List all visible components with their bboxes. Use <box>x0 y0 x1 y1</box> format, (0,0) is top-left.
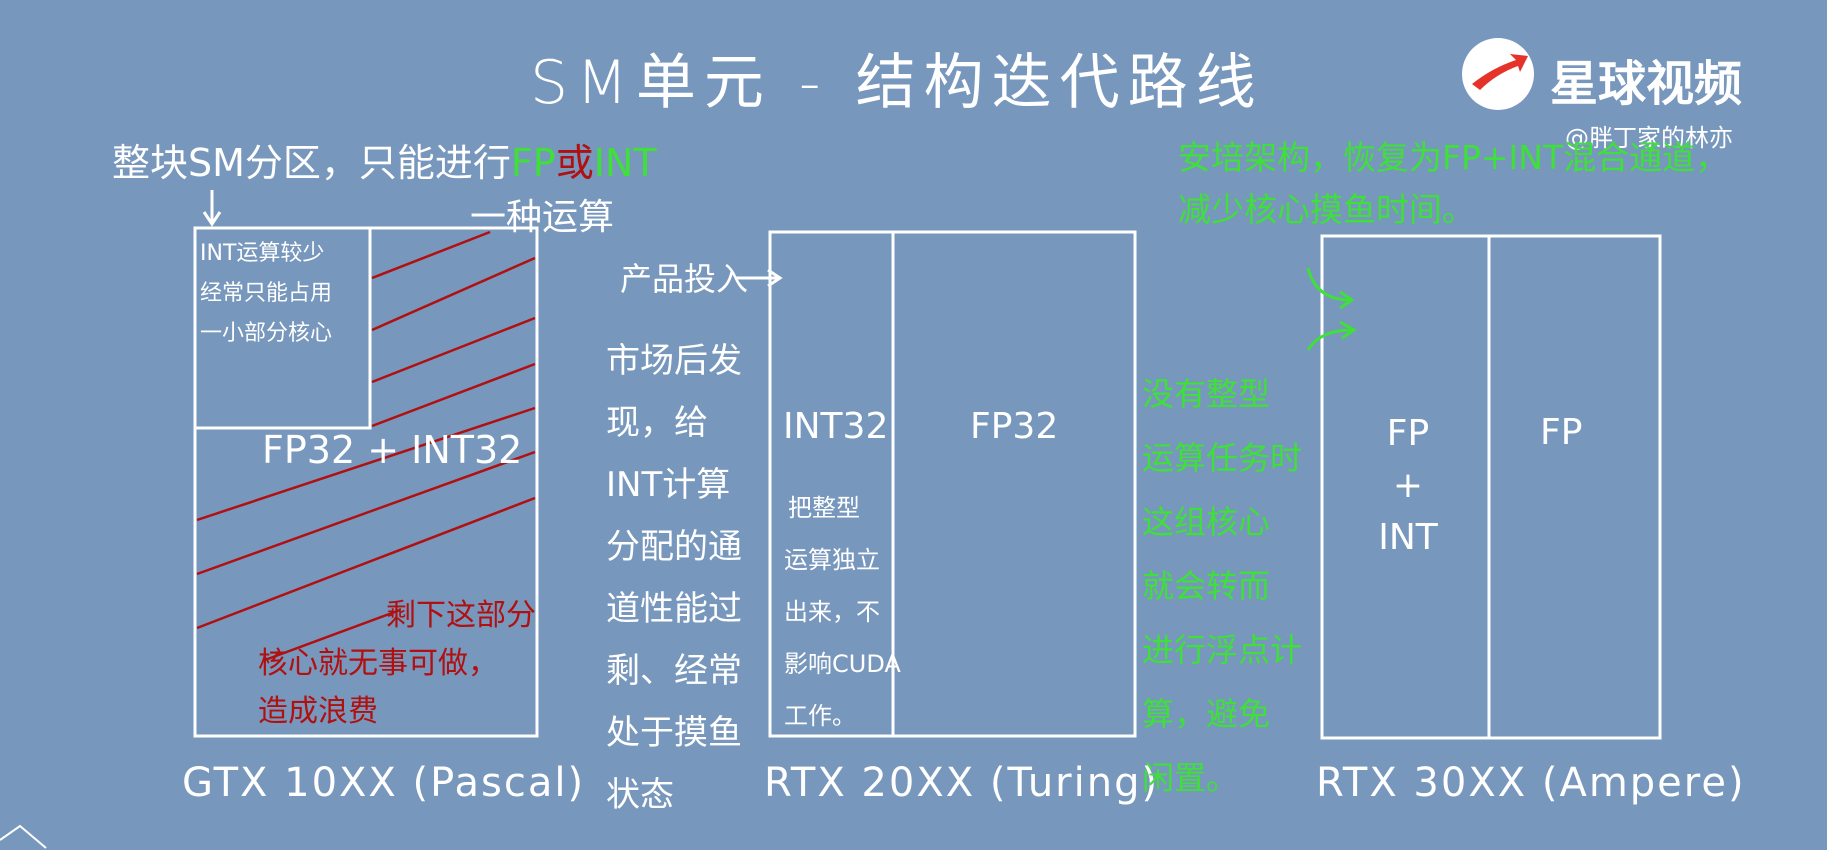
pascal-int-region <box>193 226 372 430</box>
ampere-left-label-line: FP <box>1386 413 1430 454</box>
pascal-int-note-line: 一小部分核心 <box>200 321 333 346</box>
turing-int-note-line: 工作。 <box>784 702 856 730</box>
right-arrow-icon <box>735 268 783 288</box>
green-note-line: 这组核心 <box>1142 503 1271 541</box>
green-note-line: 闲置。 <box>1142 759 1239 797</box>
down-arrow-icon <box>202 190 222 227</box>
middle-note: 市场后发 现，给 INT计算 分配的通 道性能过 剩、经常 处于摸鱼 状态 <box>606 330 742 826</box>
green-arrow-icon-2 <box>1306 320 1357 351</box>
middle-note-line: 状态 <box>606 775 674 815</box>
pascal-header-int: INT <box>593 141 657 185</box>
brand-handle: @胖丁家的林亦 <box>1565 124 1733 152</box>
corner-arrow-icon <box>0 824 47 849</box>
turing-int-label: INT32 <box>783 406 889 447</box>
pascal-caption: GTX 10XX (Pascal) <box>182 760 586 806</box>
turing-int-note-line: 出来，不 <box>784 598 880 626</box>
ampere-caption: RTX 30XX (Ampere) <box>1316 760 1746 806</box>
ampere-left-label-line: + <box>1392 465 1424 506</box>
ampere-left-label: FP + INT <box>1368 408 1448 564</box>
pascal-waste-note-line: 核心就无事可做， <box>258 646 498 681</box>
middle-note-line: 处于摸鱼 <box>606 713 742 753</box>
turing-int-note-line: 运算独立 <box>784 546 880 574</box>
pascal-header-prefix: 整块SM分区，只能进行 <box>112 141 511 185</box>
green-note-line: 就会转而 <box>1142 567 1271 605</box>
green-arrow-icon <box>1306 267 1355 310</box>
middle-note-line: 分配的通 <box>606 527 742 567</box>
pascal-waste-note: 剩下这部分 核心就无事可做， 造成浪费 <box>258 592 536 736</box>
pascal-int-note: INT运算较少 经常只能占用 一小部分核心 <box>200 234 332 354</box>
planet-logo-icon <box>1462 38 1534 110</box>
green-note-line: 算，避免 <box>1142 695 1271 733</box>
middle-note-line: 现，给 <box>606 403 708 443</box>
ampere-sm-box <box>1320 234 1662 740</box>
ampere-header: 安培架构，恢复为FP+INT混合通道， 减少核心摸鱼时间。 <box>1178 132 1728 236</box>
brand-logo: 星球视频 <box>1462 38 1827 112</box>
turing-int-note: 把整型 运算独立 出来，不 影响CUDA 工作。 <box>784 482 901 742</box>
pascal-waste-note-line: 剩下这部分 <box>386 598 536 633</box>
ampere-header-line: 安培架构，恢复为FP+INT混合通道， <box>1178 138 1729 177</box>
turing-sm-box <box>768 230 1137 738</box>
waste-hatching <box>196 230 536 662</box>
pascal-header-or: 或 <box>555 141 594 185</box>
turing-caption: RTX 20XX (Turing) <box>764 760 1160 806</box>
green-note-line: 没有整型 <box>1142 375 1271 413</box>
turing-int-note-line: 把整型 <box>788 494 860 522</box>
diagram-title: SM单元 - 结构迭代路线 <box>530 48 1264 118</box>
pascal-header-fp: FP <box>510 141 556 185</box>
green-note: 没有整型 运算任务时 这组核心 就会转而 进行浮点计 算，避免 闲置。 <box>1142 362 1302 810</box>
middle-note-line: INT计算 <box>606 465 731 505</box>
ampere-header-line: 减少核心摸鱼时间。 <box>1178 190 1475 229</box>
pascal-waste-note-line: 造成浪费 <box>258 694 378 729</box>
middle-note-line: 道性能过 <box>606 589 742 629</box>
pascal-header-suffix: 一种运算 <box>470 197 615 238</box>
middle-note-line: 市场后发 <box>606 341 742 381</box>
pascal-int-note-line: INT运算较少 <box>200 241 325 266</box>
green-note-line: 进行浮点计 <box>1142 631 1303 669</box>
green-note-line: 运算任务时 <box>1142 439 1303 477</box>
middle-note-line: 剩、经常 <box>606 651 742 691</box>
pascal-core-label: FP32 + INT32 <box>262 428 523 472</box>
pascal-header: 整块SM分区，只能进行FP或INT <box>112 132 657 187</box>
pascal-int-note-line: 经常只能占用 <box>200 281 333 306</box>
middle-arrow-label: 产品投入 <box>620 260 749 298</box>
ampere-left-label-line: INT <box>1378 517 1438 558</box>
turing-int-note-line: 影响CUDA <box>784 650 901 678</box>
turing-fp-label: FP32 <box>970 406 1059 447</box>
ampere-right-label: FP <box>1540 412 1583 453</box>
brand-name: 星球视频 <box>1550 56 1743 112</box>
